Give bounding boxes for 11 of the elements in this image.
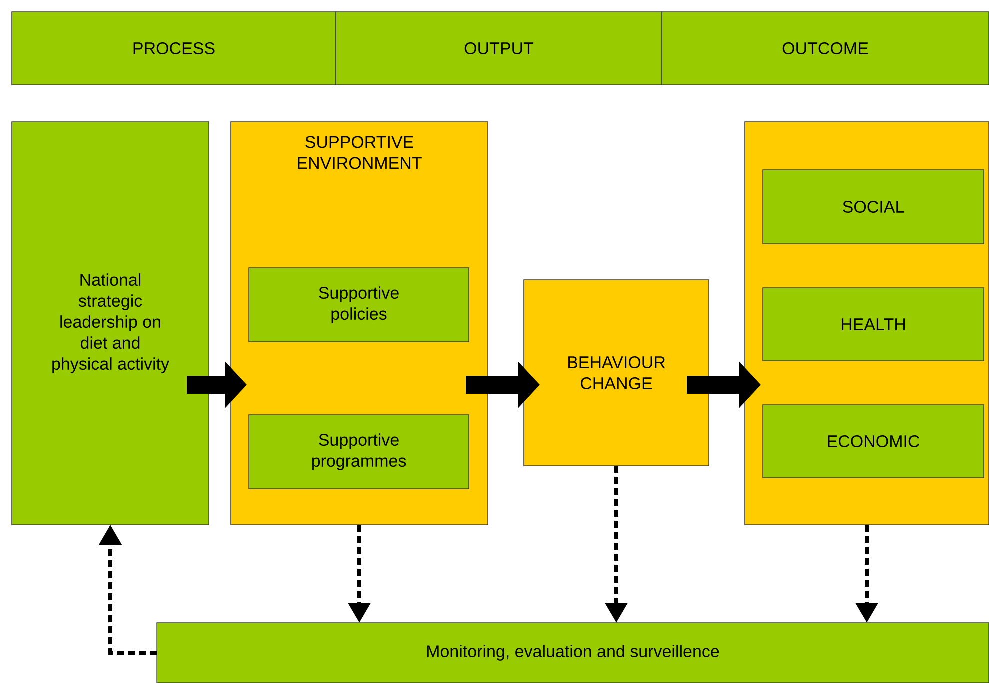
process-box: Monitoring, evaluation and surveillence bbox=[156, 622, 989, 683]
process-box: BEHAVIOUR CHANGE bbox=[524, 280, 710, 466]
process-box: National strategic leadership on diet and physical activity bbox=[12, 122, 210, 526]
process-box: SOCIAL bbox=[762, 170, 984, 244]
header-cell: OUTCOME bbox=[662, 12, 989, 86]
header-cell: PROCESS bbox=[12, 12, 336, 86]
process-box: HEALTH bbox=[762, 288, 984, 362]
header-cell: OUTPUT bbox=[336, 12, 662, 86]
process-box: ECONOMIC bbox=[762, 404, 984, 478]
process-box: Supportive policies bbox=[248, 268, 470, 342]
process-box: Supportive programmes bbox=[248, 414, 470, 490]
